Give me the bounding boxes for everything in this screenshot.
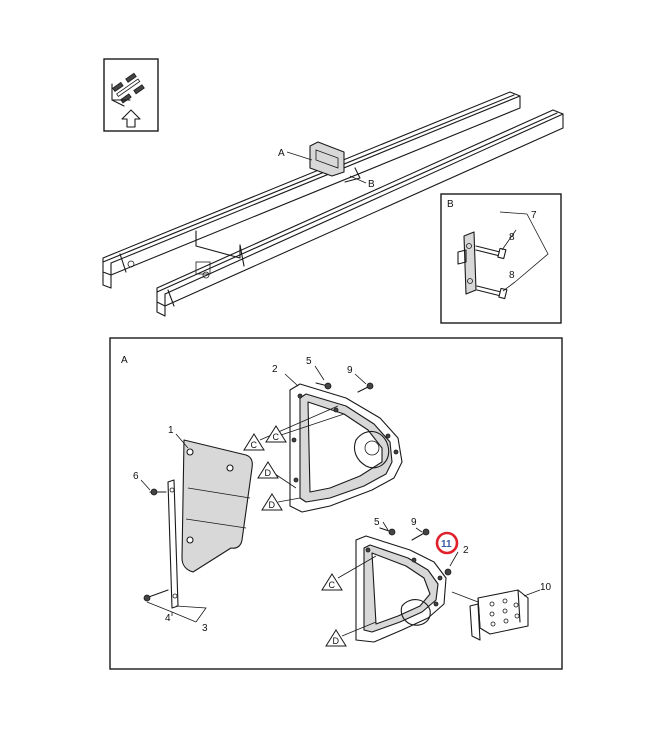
view-b-callout: B	[368, 179, 375, 190]
panel-b-title: B	[447, 199, 454, 210]
callout-7: 7	[531, 210, 537, 221]
callout-1: 1	[168, 425, 174, 436]
view-a-callout: A	[278, 148, 285, 159]
ref-triangle-d3: D	[325, 629, 347, 647]
ref-triangle-c2: C	[265, 425, 287, 443]
ref-triangle-d1: D	[257, 461, 279, 479]
callout-9-lower: 9	[411, 517, 417, 528]
callout-2-lower: 2	[463, 545, 469, 556]
callout-9-upper: 9	[347, 365, 353, 376]
panel-a-title: A	[121, 355, 128, 366]
ref-triangle-c1: C	[243, 433, 265, 451]
callout-10: 10	[540, 582, 552, 593]
callout-11-highlight[interactable]: 11	[435, 531, 459, 555]
svg-text:D: D	[269, 500, 276, 510]
svg-text:D: D	[333, 636, 340, 646]
svg-text:D: D	[265, 468, 272, 478]
callout-4: 4	[165, 613, 171, 624]
svg-text:C: C	[273, 432, 280, 442]
callout-6: 6	[133, 471, 139, 482]
svg-text:C: C	[251, 440, 258, 450]
callout-5-lower: 5	[374, 517, 380, 528]
ref-triangle-c3: C	[321, 573, 343, 591]
callout-2-upper: 2	[272, 364, 278, 375]
chassis-frame-rails	[102, 91, 564, 317]
callout-8-lower: 8	[509, 270, 515, 281]
detail-panel-b: B	[440, 193, 562, 324]
callout-3: 3	[202, 623, 208, 634]
up-arrow-icon	[121, 109, 141, 128]
ref-triangle-d2: D	[261, 493, 283, 511]
svg-text:C: C	[329, 580, 336, 590]
callout-11: 11	[441, 539, 452, 550]
detail-panel-a: A	[109, 337, 563, 670]
callout-8-upper: 8	[509, 232, 515, 243]
callout-5-upper: 5	[306, 356, 312, 367]
